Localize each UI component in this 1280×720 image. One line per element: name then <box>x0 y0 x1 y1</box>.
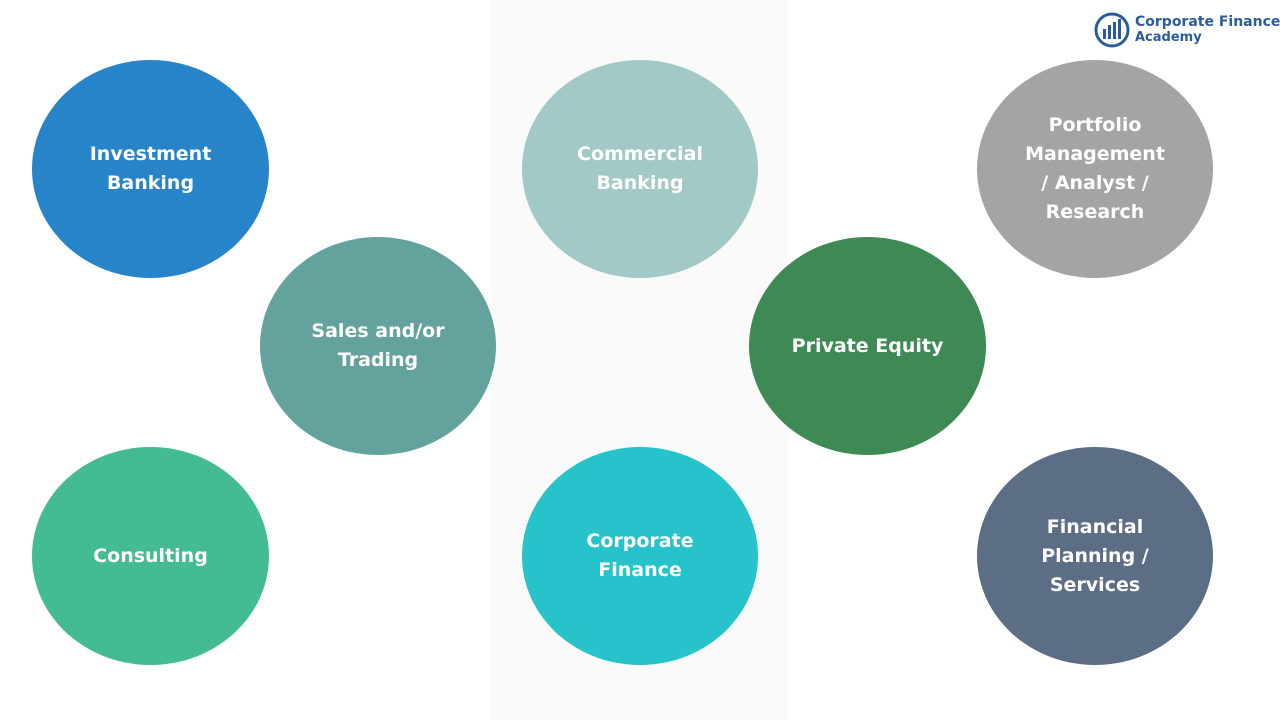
bubble-label-line: Research <box>1045 201 1145 223</box>
bubble-label-line: Private Equity <box>791 334 944 357</box>
bubble-label-line: Banking <box>106 172 195 194</box>
bubble-consulting: Consulting <box>32 447 269 665</box>
logo-text-line1: Corporate Finance <box>1135 14 1280 30</box>
bubble-portfolio-management: Portfolio Management / Analyst / Researc… <box>977 60 1213 278</box>
bubble-label-line: Consulting <box>93 544 208 567</box>
bubble-label-line: Management <box>1025 143 1165 165</box>
bubble-label-line: Banking <box>596 172 684 194</box>
bubble-label-line: Services <box>1049 573 1141 596</box>
logo-chart-icon <box>1094 12 1130 48</box>
bubble-label-line: Financial <box>1046 515 1144 538</box>
bubble-corporate-finance: Corporate Finance <box>522 447 758 665</box>
bubble-private-equity: Private Equity <box>749 237 986 455</box>
bubble-label-line: Investment <box>89 143 212 165</box>
bubble-financial-planning: Financial Planning / Services <box>977 447 1213 665</box>
bubble-label-line: Corporate <box>586 530 694 552</box>
bubble-commercial-banking: Commercial Banking <box>522 60 758 278</box>
bubble-label-line: Portfolio <box>1048 114 1142 136</box>
bubble-investment-banking: Investment Banking <box>32 60 269 278</box>
bubble-label-line: Trading <box>337 349 419 371</box>
bubble-label-line: Planning / <box>1041 544 1149 567</box>
bubble-label-line: Finance <box>598 559 682 581</box>
bubble-label-line: Commercial <box>577 143 703 165</box>
bubble-sales-trading: Sales and/or Trading <box>260 237 496 455</box>
logo-text-line2: Academy <box>1135 30 1202 45</box>
company-logo: Corporate Finance Academy <box>1094 12 1280 48</box>
bubble-label-line: / Analyst / <box>1041 172 1149 194</box>
bubble-label-line: Sales and/or <box>311 320 445 342</box>
